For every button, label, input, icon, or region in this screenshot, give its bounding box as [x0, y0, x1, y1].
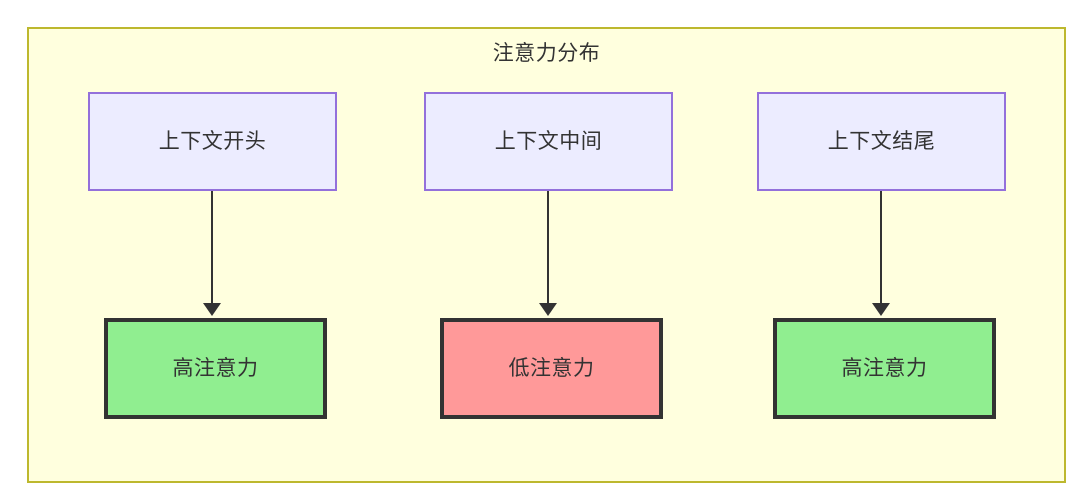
node-attention-end-label: 高注意力 [841, 357, 928, 380]
node-attention-start[interactable]: 高注意力 [104, 318, 327, 419]
node-context-end-label: 上下文结尾 [827, 130, 936, 153]
edge-context-middle-to-attention [547, 191, 549, 305]
node-attention-end[interactable]: 高注意力 [773, 318, 996, 419]
node-attention-middle[interactable]: 低注意力 [440, 318, 663, 419]
node-attention-start-label: 高注意力 [172, 357, 259, 380]
node-context-middle[interactable]: 上下文中间 [424, 92, 673, 191]
edge-context-start-to-attention [211, 191, 213, 305]
node-context-start-label: 上下文开头 [158, 130, 267, 153]
node-context-end[interactable]: 上下文结尾 [757, 92, 1006, 191]
arrow-head-icon [872, 303, 890, 316]
diagram-title: 注意力分布 [492, 42, 601, 65]
node-attention-middle-label: 低注意力 [508, 357, 595, 380]
node-context-middle-label: 上下文中间 [494, 130, 603, 153]
arrow-head-icon [203, 303, 221, 316]
arrow-head-icon [539, 303, 557, 316]
node-context-start[interactable]: 上下文开头 [88, 92, 337, 191]
edge-context-end-to-attention [880, 191, 882, 305]
